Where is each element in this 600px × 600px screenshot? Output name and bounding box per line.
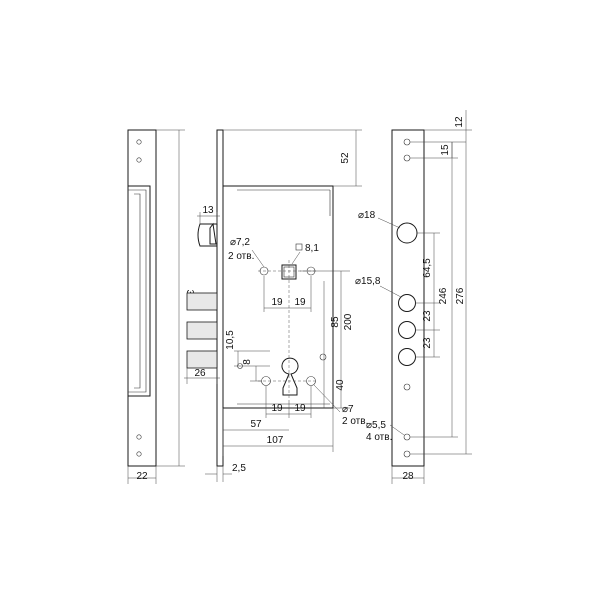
dim-19-top-left: 19 xyxy=(271,297,283,308)
diameter-15-8-label: ⌀15,8 xyxy=(355,276,381,287)
dim-13: 13 xyxy=(202,205,214,216)
holes-count-2-label-bottom: 2 отв. xyxy=(342,416,368,427)
strike-plate-view xyxy=(127,129,185,484)
dim-26: 26 xyxy=(194,368,206,379)
dim-12: 12 xyxy=(454,116,465,128)
dim-64-5: 64,5 xyxy=(422,258,433,278)
holes-count-4-label: 4 отв. xyxy=(366,432,392,443)
dim-23-upper: 23 xyxy=(422,310,433,322)
dim-8: 8 xyxy=(242,359,253,365)
dim-19-top-right: 19 xyxy=(294,297,306,308)
dim-85: 85 xyxy=(330,316,341,328)
dim-15: 15 xyxy=(440,144,451,156)
dim-22: 22 xyxy=(136,471,148,482)
dim-107: 107 xyxy=(267,435,284,446)
dim-28: 28 xyxy=(402,471,414,482)
dim-2-5: 2,5 xyxy=(232,463,246,474)
dim-40: 40 xyxy=(335,379,346,391)
dim-200: 200 xyxy=(343,313,354,330)
faceplate-front-view xyxy=(377,110,472,484)
dim-246: 246 xyxy=(438,287,449,304)
dim-19-bottom-left: 19 xyxy=(271,403,283,414)
diameter-18-label: ⌀18 xyxy=(358,210,376,221)
diameter-7-2-label: ⌀7,2 xyxy=(230,237,250,248)
dim-19-bottom-right: 19 xyxy=(294,403,306,414)
lock-body-view xyxy=(184,129,362,482)
dim-276: 276 xyxy=(455,287,466,304)
dim-52: 52 xyxy=(340,152,351,164)
diameter-5-5-label: ⌀5,5 xyxy=(366,420,386,431)
square-8-1-label: 8,1 xyxy=(305,243,319,254)
dim-10-5: 10,5 xyxy=(225,330,236,350)
dim-57: 57 xyxy=(250,419,262,430)
dim-23-lower: 23 xyxy=(422,337,433,349)
diameter-7-label: ⌀7 xyxy=(342,404,354,415)
holes-count-2-label: 2 отв. xyxy=(228,251,254,262)
